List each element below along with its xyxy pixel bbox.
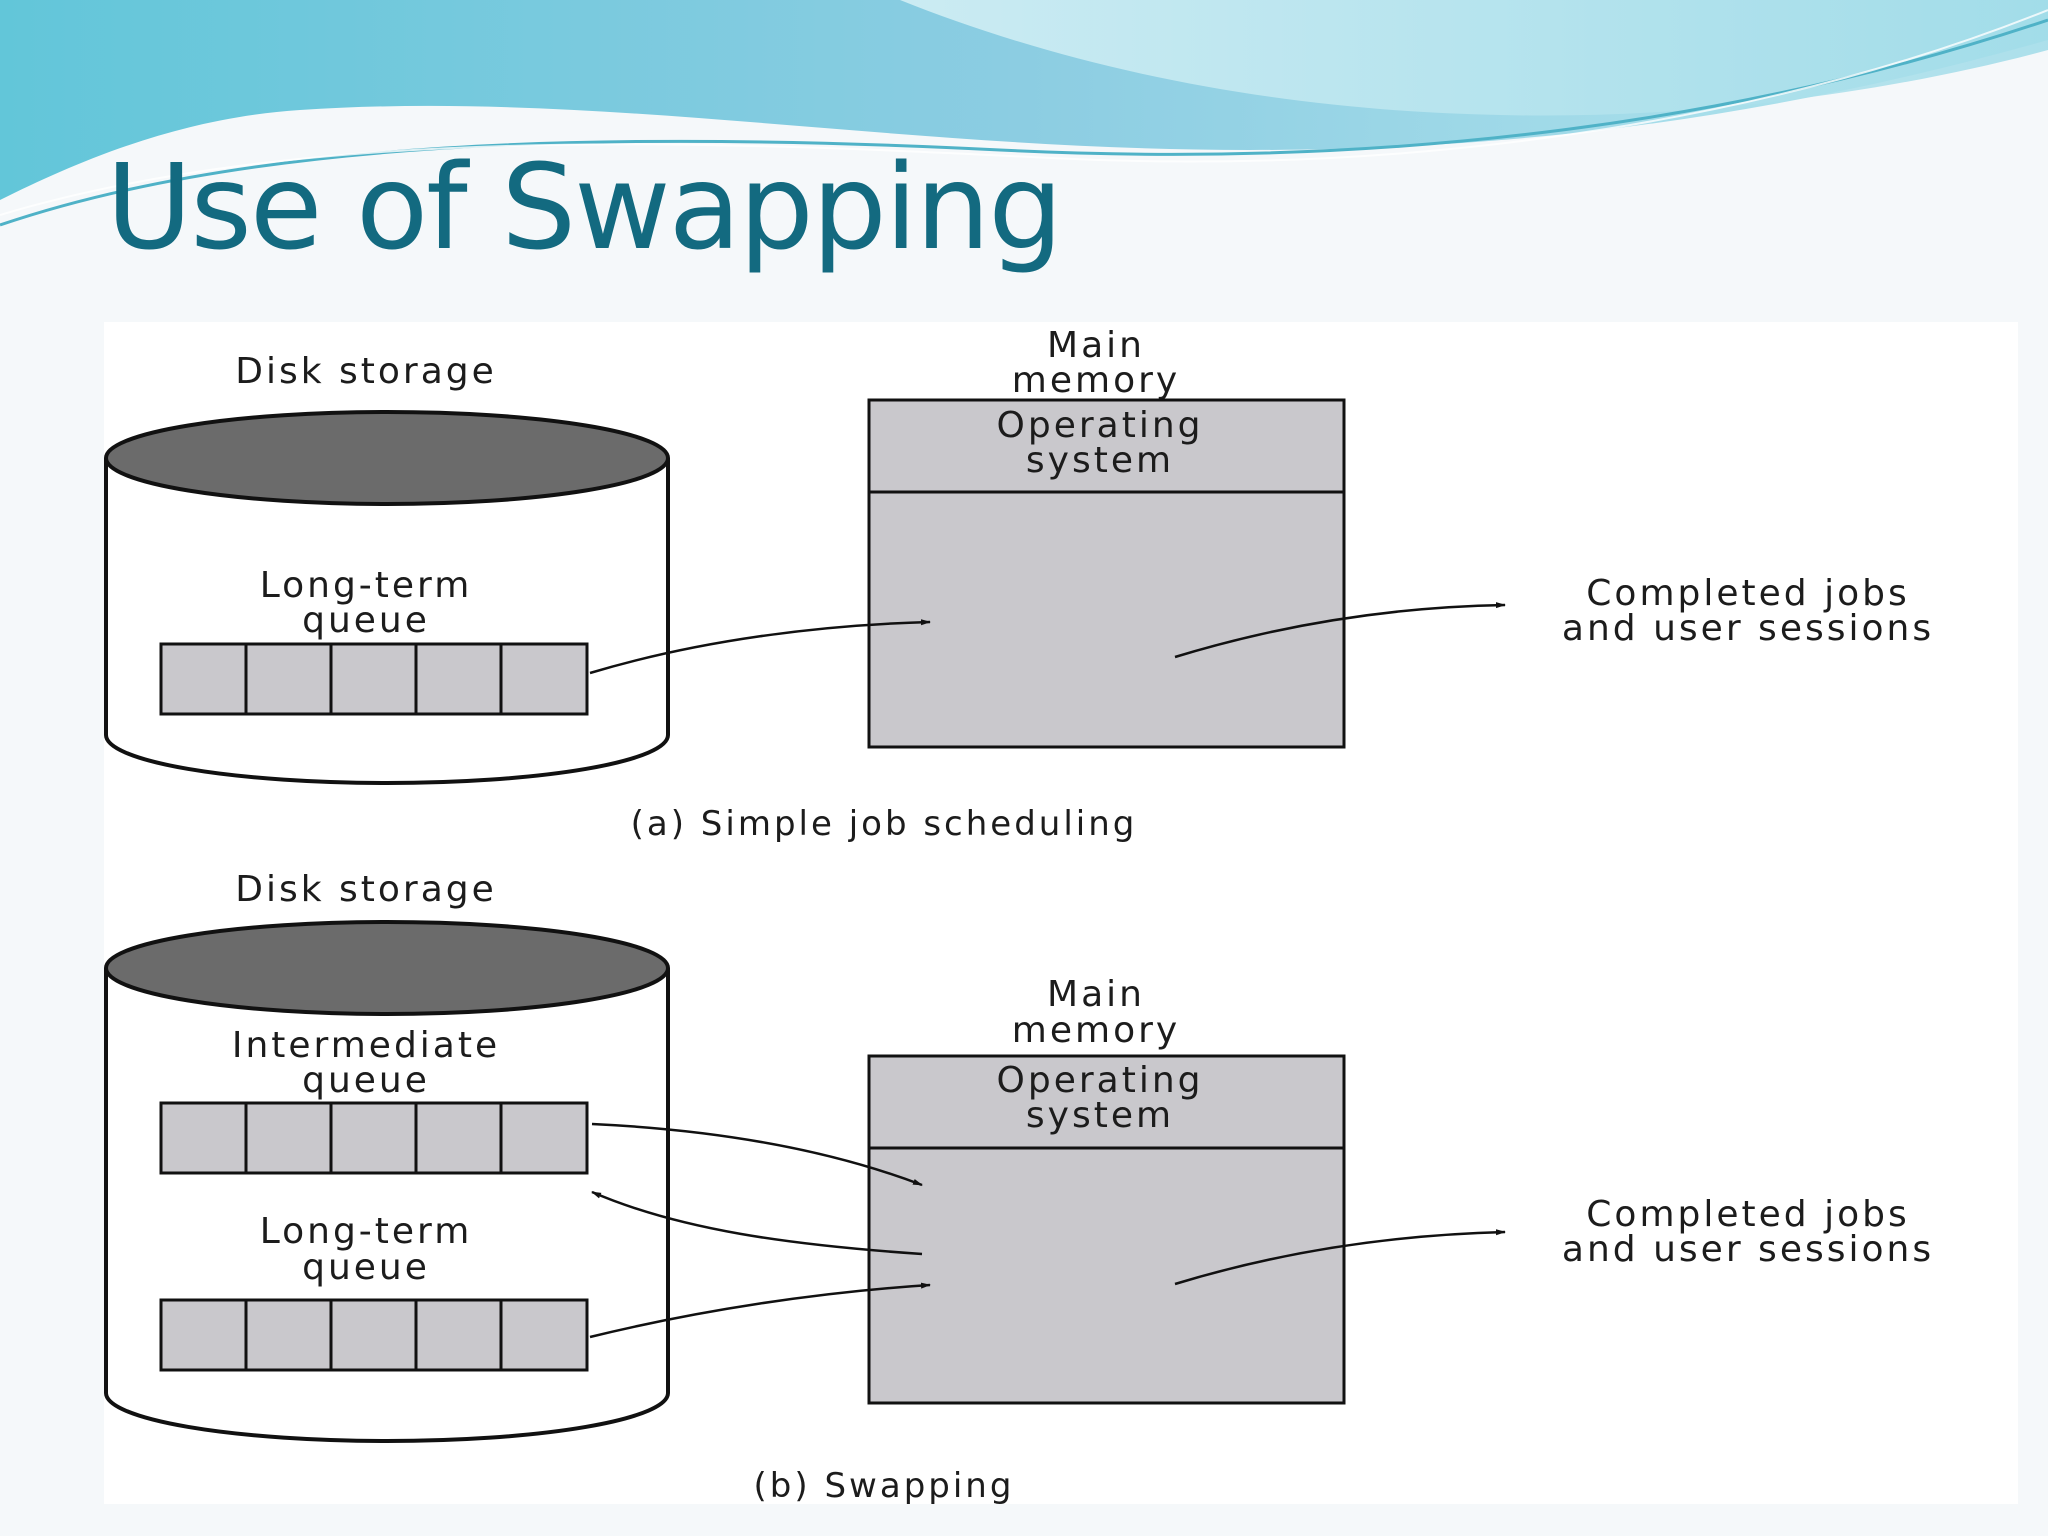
header-wave-highlight: [900, 0, 2048, 116]
long-term-queue-label-a-line1: Long-term: [260, 565, 473, 606]
main-memory-label-a-line2: memory: [1012, 360, 1180, 401]
completed-jobs-label-b-line1: Completed jobs: [1586, 1194, 1909, 1235]
queue-slot: [244, 642, 333, 716]
intermediate-queue-b: [159, 1101, 589, 1175]
long-term-queue-label-b-line1: Long-term: [260, 1211, 473, 1252]
operating-system-label-a-line2: system: [1026, 440, 1174, 481]
main-memory-box-a: [867, 398, 1346, 749]
operating-system-label-a-line1: Operating: [997, 405, 1204, 446]
disk-storage-label-b: Disk storage: [235, 869, 497, 910]
queue-slot: [499, 642, 589, 716]
queue-slot: [159, 1101, 248, 1175]
completed-jobs-label-a-line1: Completed jobs: [1586, 573, 1909, 614]
main-memory-label-b-line2: memory: [1012, 1010, 1180, 1051]
queue-slot: [159, 642, 248, 716]
queue-slot: [414, 642, 503, 716]
long-term-queue-a: [159, 642, 589, 716]
queue-slot: [159, 1298, 248, 1372]
queue-slot: [244, 1101, 333, 1175]
queue-slot: [329, 642, 418, 716]
header-wave-line: [0, 18, 2048, 227]
arrow-memory-to-completed-b: [1174, 1229, 1506, 1286]
queue-slot: [414, 1101, 503, 1175]
header-wave-line-2: [0, 9, 2048, 216]
arrow-queue-to-memory-a: [589, 619, 931, 675]
caption-a: (a) Simple job scheduling: [631, 804, 1138, 844]
panel-b: Disk storage Intermediate queue Long-ter…: [104, 869, 1934, 1506]
disk-storage-label-a: Disk storage: [235, 351, 497, 392]
queue-slot: [329, 1101, 418, 1175]
queue-slot: [244, 1298, 333, 1372]
completed-jobs-label-a-line2: and user sessions: [1562, 608, 1934, 649]
operating-system-label-b-line1: Operating: [997, 1060, 1204, 1101]
arrow-intermediate-to-memory-b: [591, 1122, 923, 1187]
queue-slot: [499, 1101, 589, 1175]
main-memory-label-a-line1: Main: [1047, 325, 1145, 366]
main-memory-label-b-line1: Main: [1047, 974, 1145, 1015]
long-term-queue-label-a-line2: queue: [302, 600, 430, 641]
queue-slot: [329, 1298, 418, 1372]
queue-slot: [414, 1298, 503, 1372]
operating-system-label-b-line2: system: [1026, 1095, 1174, 1136]
intermediate-queue-label-b-line1: Intermediate: [232, 1025, 500, 1066]
intermediate-queue-label-b-line2: queue: [302, 1060, 430, 1101]
queue-slot: [499, 1298, 589, 1372]
completed-jobs-label-b-line2: and user sessions: [1562, 1229, 1934, 1270]
arrow-longterm-to-memory-b: [589, 1282, 931, 1339]
long-term-queue-label-b-line2: queue: [302, 1247, 430, 1288]
arrow-memory-to-completed-a: [1174, 602, 1506, 659]
slide-title: Use of Swapping: [106, 138, 1063, 276]
arrow-memory-to-intermediate-b: [591, 1190, 923, 1256]
panel-a: Disk storage Long-term queue Main memory…: [104, 325, 1934, 844]
caption-b: (b) Swapping: [754, 1466, 1015, 1506]
main-memory-box-b: [867, 1054, 1346, 1405]
long-term-queue-b: [159, 1298, 589, 1372]
